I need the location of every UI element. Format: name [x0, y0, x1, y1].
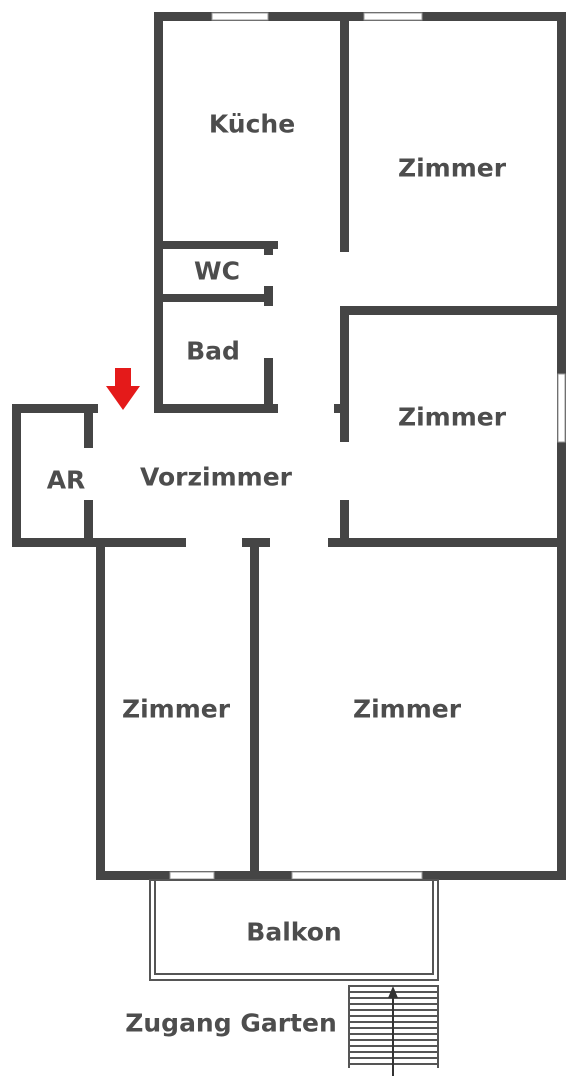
wc-label: WC — [194, 256, 240, 286]
garden-access-label: Zugang Garten — [125, 1008, 337, 1038]
down-arrow-icon — [106, 368, 140, 410]
up-arrow-icon — [388, 986, 398, 1076]
room-bottom-left-label: Zimmer — [121, 694, 231, 724]
kitchen-label: Küche — [208, 109, 296, 139]
windows — [169, 12, 566, 880]
storage-label: AR — [46, 465, 86, 495]
room-top-right-label: Zimmer — [397, 153, 507, 183]
walls — [12, 12, 566, 880]
balcony-label: Balkon — [246, 917, 342, 947]
room-bottom-right-label: Zimmer — [352, 694, 462, 724]
room-middle-right-label: Zimmer — [397, 402, 507, 432]
hall-label: Vorzimmer — [140, 462, 292, 492]
bath-label: Bad — [186, 336, 240, 366]
balcony-outline — [149, 879, 439, 981]
